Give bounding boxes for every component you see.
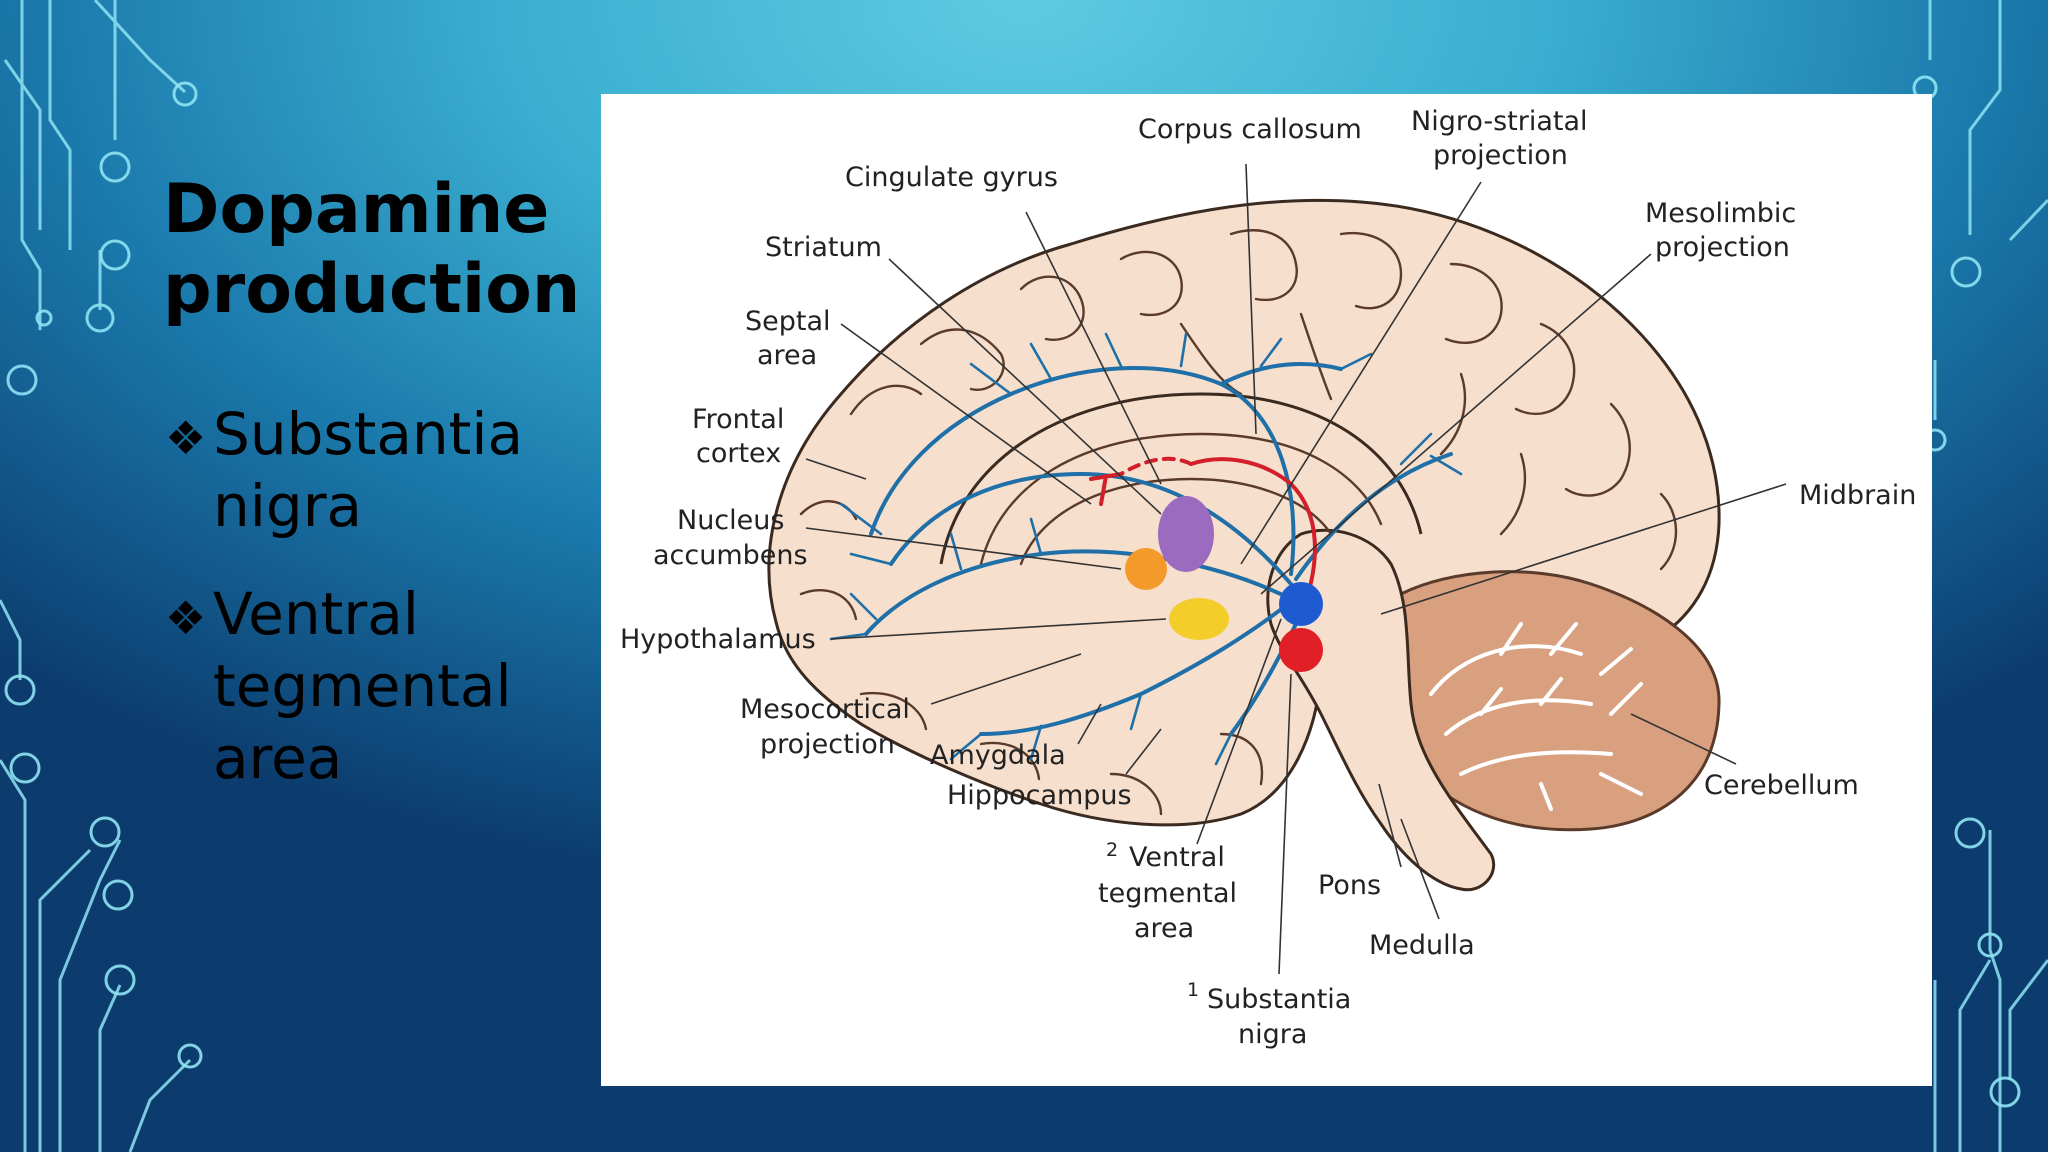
bullet-text: Substantia nigra [213,400,524,540]
label-nigro-striatal-line1: Nigro-striatal [1411,106,1588,137]
corpus-callosum-shape [939,392,1423,565]
label-nucleus-line1: Nucleus [677,505,784,536]
label-medulla: Medulla [1369,930,1475,961]
nigrostriatal-branch-2 [1089,472,1123,506]
nucleus-accumbens-orange [1125,548,1167,590]
label-septal-line2: area [757,340,817,371]
slide-title: Dopamine production [163,170,581,329]
label-nucleus-line2: accumbens [653,540,808,571]
label-midbrain: Midbrain [1799,480,1916,511]
substantia-nigra-red [1279,628,1323,672]
label-leader-lines [805,163,1787,975]
nigrostriatal-branch [1119,456,1193,476]
label-vta-line1: Ventral [1129,842,1225,873]
striatum-nucleus-purple [1158,496,1214,572]
label-pons: Pons [1318,870,1381,901]
diamond-bullet-icon: ❖ [165,591,207,645]
label-substantia-nigra-line2: nigra [1238,1019,1307,1050]
ventral-tegmental-area-blue [1279,582,1323,626]
label-substantia-nigra-line1: Substantia [1207,984,1351,1015]
label-vta-superscript: 2 [1106,839,1118,861]
brain-diagram: Corpus callosum Nigro-striatal projectio… [620,106,1916,1050]
label-hippocampus: Hippocampus [947,780,1132,811]
label-mesolimbic-line2: projection [1655,232,1790,263]
label-corpus-callosum: Corpus callosum [1138,114,1362,145]
label-frontal-line1: Frontal [692,404,784,435]
bullet-text: Ventral tegmental area [213,580,512,792]
label-hypothalamus: Hypothalamus [620,624,816,655]
diamond-bullet-icon: ❖ [165,411,207,465]
label-mesocortical-line1: Mesocortical [740,694,910,725]
bullet-item-substantia-nigra: ❖ Substantia nigra [163,398,603,542]
label-mesocortical-line2: projection [760,729,895,760]
bullet-list: ❖ Substantia nigra ❖ Ventral tegmental a… [163,398,603,830]
label-nigro-striatal-line2: projection [1433,140,1568,171]
label-striatum: Striatum [765,232,882,263]
label-substantia-nigra-superscript: 1 [1187,979,1199,1001]
label-cerebellum: Cerebellum [1704,770,1859,801]
brain-diagram-figure: Corpus callosum Nigro-striatal projectio… [601,94,1932,1086]
diagram-labels: Corpus callosum Nigro-striatal projectio… [620,106,1916,1050]
bullet-item-ventral-tegmental-area: ❖ Ventral tegmental area [163,578,603,794]
label-vta-line3: area [1134,913,1194,944]
label-vta-line2: tegmental [1098,878,1237,909]
cortex-gyri [799,229,1678,816]
label-mesolimbic-line1: Mesolimbic [1645,198,1796,229]
hypothalamus-yellow [1169,598,1229,640]
label-cingulate-gyrus: Cingulate gyrus [845,162,1058,193]
cerebellum-folia [1429,622,1643,811]
label-amygdala: Amygdala [930,740,1066,771]
label-frontal-line2: cortex [696,438,781,469]
label-septal-line1: Septal [745,306,831,337]
